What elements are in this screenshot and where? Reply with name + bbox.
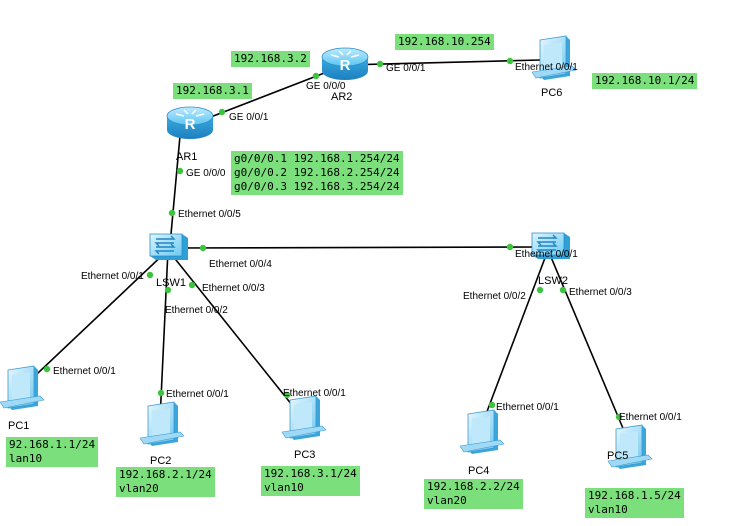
port-dot xyxy=(506,57,514,65)
port-label: Ethernet 0/0/1 xyxy=(81,271,144,282)
ip-note-pc2: 192.168.2.1/24 vlan20 xyxy=(116,467,215,497)
router-ar1[interactable] xyxy=(166,106,214,140)
port-dot xyxy=(536,286,544,294)
device-label-pc6: PC6 xyxy=(541,87,562,99)
pc-pc1[interactable] xyxy=(0,365,45,411)
device-label-pc1: PC1 xyxy=(8,420,29,432)
link-ar1-lsw1 xyxy=(169,124,182,246)
link-lsw1-lsw2 xyxy=(169,246,551,249)
port-dot xyxy=(488,401,496,409)
device-label-lsw2: LSW2 xyxy=(538,275,568,287)
port-label: Ethernet 0/0/2 xyxy=(463,291,526,302)
pc-pc2[interactable] xyxy=(139,401,185,447)
port-label: GE 0/0/1 xyxy=(229,112,269,123)
port-label: Ethernet 0/0/1 xyxy=(619,412,682,423)
port-label: Ethernet 0/0/3 xyxy=(202,283,265,294)
port-dot xyxy=(199,244,207,252)
device-label-ar1: AR1 xyxy=(176,151,197,163)
pc-pc6[interactable] xyxy=(531,35,577,81)
ip-note-pc1: 92.168.1.1/24 lan10 xyxy=(6,437,99,467)
port-dot xyxy=(157,389,165,397)
ip-note-pc4: 192.168.2.2/24 vlan20 xyxy=(424,479,523,509)
port-label: Ethernet 0/0/2 xyxy=(165,305,228,316)
port-dot xyxy=(312,72,320,80)
port-dot xyxy=(559,286,567,294)
device-label-lsw1: LSW1 xyxy=(156,277,186,289)
port-label: Ethernet 0/0/1 xyxy=(515,62,578,73)
port-label: Ethernet 0/0/1 xyxy=(496,402,559,413)
port-label: Ethernet 0/0/1 xyxy=(515,249,578,260)
port-label: Ethernet 0/0/5 xyxy=(178,209,241,220)
link-ar1-ar2 xyxy=(189,64,346,126)
port-dot xyxy=(168,209,176,217)
ip-note-ar2-g1: 192.168.10.254 xyxy=(395,34,494,50)
port-dot xyxy=(615,413,623,421)
subinterface-note-ar1: g0/0/0.1 192.168.1.254/24 g0/0/0.2 192.1… xyxy=(231,151,403,195)
link-lsw2-pc4 xyxy=(479,249,549,431)
device-label-pc2: PC2 xyxy=(150,455,171,467)
device-label-ar2: AR2 xyxy=(331,91,352,103)
links xyxy=(19,59,631,446)
ip-note-pc3: 192.168.3.1/24 vlan10 xyxy=(261,466,360,496)
port-dot xyxy=(43,365,51,373)
device-label-pc3: PC3 xyxy=(294,449,315,461)
ip-note-pc5: 192.168.1.5/24 vlan10 xyxy=(585,488,684,518)
ip-note-pc6: 192.168.10.1/24 xyxy=(592,73,698,89)
port-dot xyxy=(283,391,291,399)
port-label: Ethernet 0/0/4 xyxy=(209,259,272,270)
link-lsw1-pc1 xyxy=(19,249,169,391)
router-ar2[interactable] xyxy=(321,47,369,81)
port-dot xyxy=(164,286,172,294)
ip-note-ar2: 192.168.3.2 xyxy=(231,51,310,67)
port-label: GE 0/0/0 xyxy=(306,81,346,92)
port-dot xyxy=(146,271,154,279)
port-dot xyxy=(176,167,184,175)
link-lsw2-pc5 xyxy=(547,249,631,446)
switch-lsw1[interactable] xyxy=(149,233,189,261)
port-label: Ethernet 0/0/1 xyxy=(166,389,229,400)
pc-pc5[interactable] xyxy=(607,424,653,470)
port-dot xyxy=(376,60,384,68)
port-label: GE 0/0/0 xyxy=(186,168,226,179)
port-label: GE 0/0/1 xyxy=(386,63,426,74)
ip-note-ar1: 192.168.3.1 xyxy=(173,83,252,99)
port-label: Ethernet 0/0/1 xyxy=(53,366,116,377)
port-dot xyxy=(506,243,514,251)
pc-pc4[interactable] xyxy=(459,409,505,455)
port-dot xyxy=(218,108,226,116)
device-label-pc4: PC4 xyxy=(468,465,489,477)
pc-pc3[interactable] xyxy=(281,395,327,441)
device-label-pc5: PC5 xyxy=(607,450,628,462)
port-label: Ethernet 0/0/3 xyxy=(569,287,632,298)
port-label: Ethernet 0/0/1 xyxy=(283,388,346,399)
link-lsw1-pc3 xyxy=(167,249,301,416)
port-dot xyxy=(188,281,196,289)
port-dots xyxy=(43,57,623,421)
